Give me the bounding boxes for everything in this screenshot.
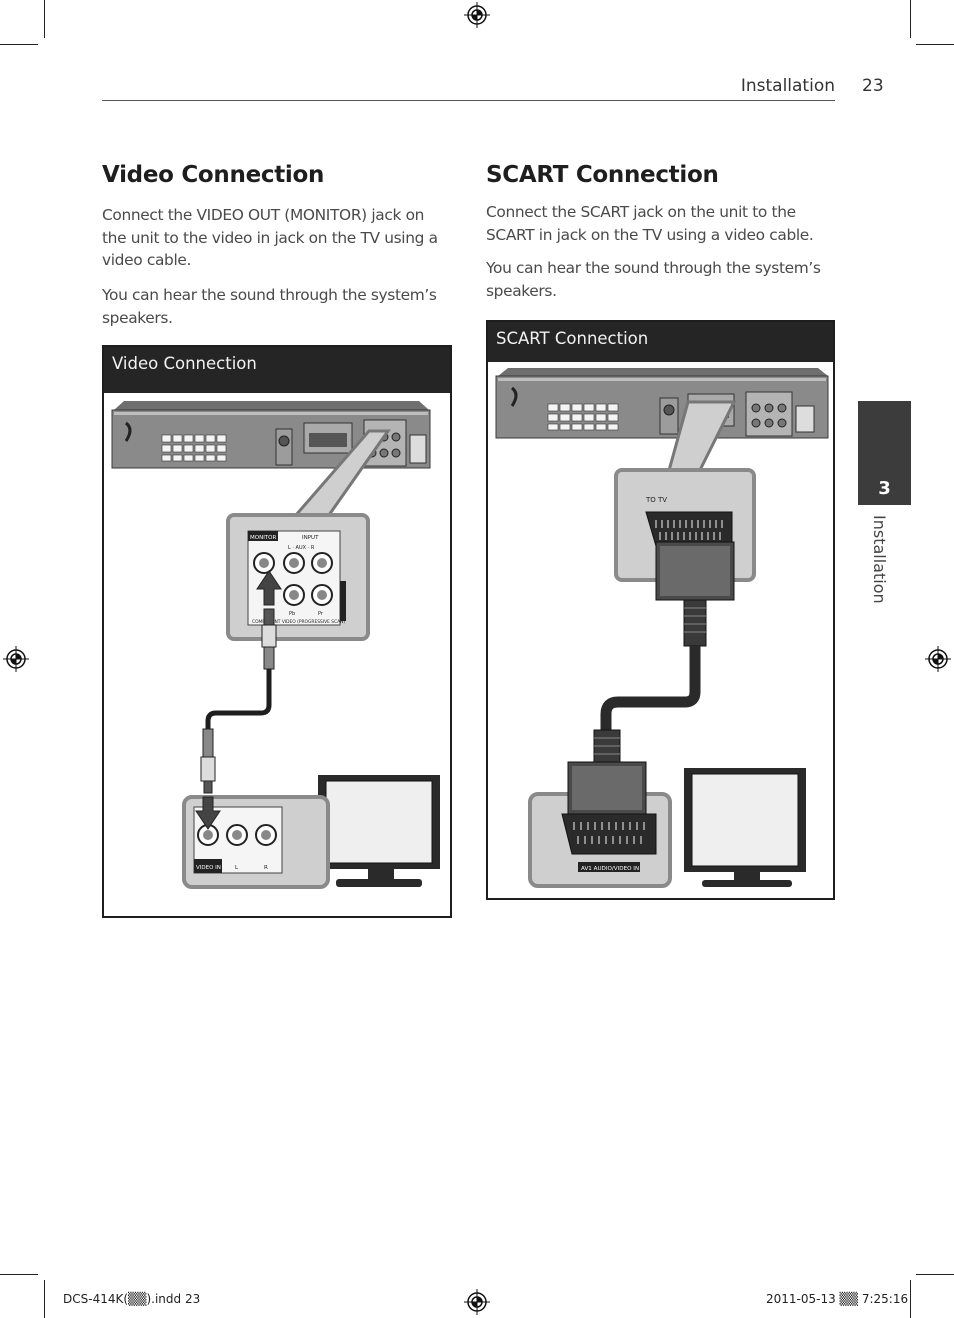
registration-mark-icon <box>925 646 951 672</box>
crop-mark <box>916 1274 954 1275</box>
av1-label: AV1 AUDIO/VIDEO IN <box>581 866 639 872</box>
l-label: L <box>235 865 239 871</box>
video-paragraph-1: Connect the VIDEO OUT (MONITOR) jack on … <box>102 206 438 269</box>
unit-rear-panel <box>495 368 829 439</box>
video-connection-illustration: MONITOR INPUT L · AUX · R Pb Pr COMPONEN… <box>111 401 440 889</box>
chapter-number: 3 <box>878 478 891 499</box>
page-number: 23 <box>862 76 884 96</box>
scart-cable <box>593 599 707 769</box>
header-section-title: Installation <box>740 76 835 96</box>
crop-mark <box>0 44 38 45</box>
scart-out-callout: TO TV <box>614 468 756 601</box>
aux-label: L · AUX · R <box>288 545 315 551</box>
crop-mark <box>44 0 45 38</box>
chapter-label: Installation <box>870 515 889 604</box>
crop-mark <box>44 1280 45 1318</box>
video-cable <box>200 608 277 794</box>
video-connection-figure: Video Connection <box>102 345 452 918</box>
chapter-tab <box>858 401 911 505</box>
registration-mark-icon <box>464 2 490 28</box>
video-in-label: VIDEO IN <box>196 865 221 871</box>
tv-jack-callout: VIDEO IN L R <box>182 795 330 889</box>
to-tv-label: TO TV <box>645 496 667 504</box>
registration-mark-icon <box>3 646 29 672</box>
video-section-title: Video Connection <box>102 162 325 188</box>
scart-paragraph-2: You can hear the sound through the syste… <box>486 259 821 300</box>
footer-timestamp: 2011-05-13 ▒▒ 7:25:16 <box>766 1292 909 1306</box>
tv-icon <box>684 768 806 887</box>
figure-caption: SCART Connection <box>488 322 833 362</box>
pb-label: Pb <box>289 611 295 617</box>
crop-mark <box>916 44 954 45</box>
crop-mark <box>910 0 911 38</box>
crop-mark <box>0 1274 38 1275</box>
registration-mark-icon <box>464 1289 490 1315</box>
crop-mark <box>910 1280 911 1318</box>
figure-caption: Video Connection <box>104 347 450 393</box>
input-label: INPUT <box>302 535 319 541</box>
scart-paragraph-1: Connect the SCART jack on the unit to th… <box>486 203 814 244</box>
scart-in-callout: AV1 AUDIO/VIDEO IN <box>528 761 672 888</box>
scart-section-title: SCART Connection <box>486 162 719 188</box>
monitor-label: MONITOR <box>250 535 276 541</box>
video-paragraph-2: You can hear the sound through the syste… <box>102 286 437 327</box>
pr-label: Pr <box>318 611 324 617</box>
scart-connection-illustration: TO TV <box>495 368 829 888</box>
r-label: R <box>264 865 268 871</box>
tv-icon <box>318 775 440 887</box>
jack-panel-callout: MONITOR INPUT L · AUX · R Pb Pr COMPONEN… <box>226 513 370 641</box>
footer-file-info: DCS-414K(▒▒).indd 23 <box>63 1292 201 1306</box>
header-rule <box>102 100 835 101</box>
component-label: COMPONENT VIDEO (PROGRESSIVE SCAN) <box>252 619 345 625</box>
scart-connection-figure: SCART Connection TO TV <box>486 320 835 900</box>
